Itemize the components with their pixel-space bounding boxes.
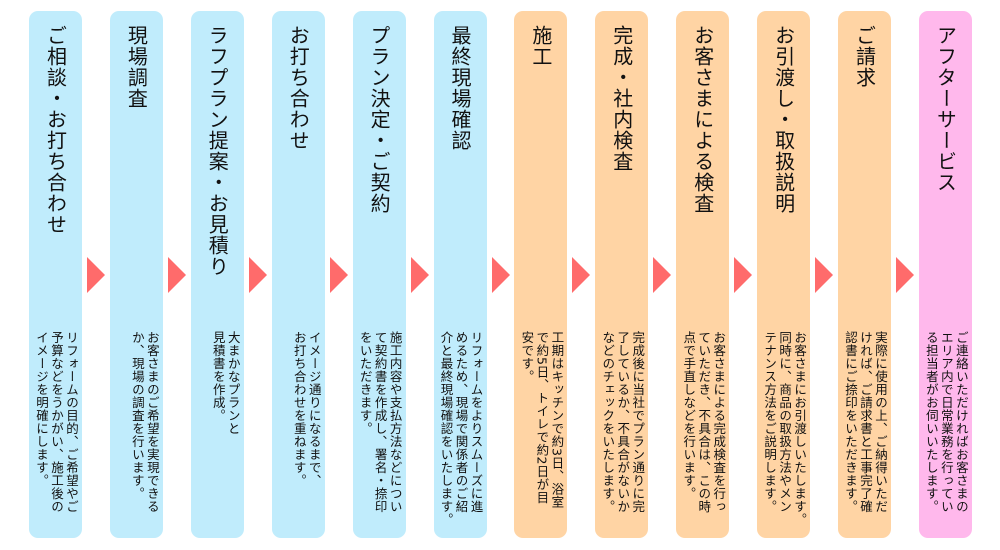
step-card: プラン決定・ご契約施工内容や支払方法などについ て契約書を作成し、署名・捺印 を… xyxy=(352,11,406,538)
step-title-text: 完成・社内検査 xyxy=(609,25,634,172)
step-description: お客さまにお引渡しいたします。 同時に、商品の取扱方法やメン テナンス方法をご説… xyxy=(762,331,808,526)
arrow-right-icon xyxy=(87,257,105,293)
arrow-right-icon xyxy=(896,257,914,293)
arrow-right-icon xyxy=(491,257,510,293)
step-card: アフターサービスご連絡いただければお客さまの エリア内で日常業務を行ってい る担… xyxy=(918,11,972,538)
step-title-text: 現場調査 xyxy=(124,25,149,109)
arrow-right-icon xyxy=(329,257,348,293)
step-description: 完成後に当社でプラン通りに完 了しているか、不具合がないか などのチェックをいた… xyxy=(600,331,646,513)
step-description: お客さまによる完成検査を行っ ていただき、不具合は、この時 点で手直しなどを行い… xyxy=(681,331,727,513)
step-title: お引渡し・取扱説明 xyxy=(757,25,810,315)
step-card: ご相談・お打ち合わせリフォームの目的、ご希望やご 予算などをうかがい、施工後の … xyxy=(29,11,82,538)
step-title: お打ち合わせ xyxy=(272,25,325,315)
step-description: 工期はキッチンで約3日、浴室 で約5日、トイレで約2日が目 安です。 xyxy=(519,331,565,509)
step-card: 現場調査お客さまのご希望を実現できる か、現場の調査を行います。 xyxy=(109,11,163,538)
step-title-text: ご請求 xyxy=(852,25,877,88)
step-title: プラン決定・ご契約 xyxy=(353,25,406,315)
step-title-text: アフターサービス xyxy=(933,25,958,193)
step-title: 完成・社内検査 xyxy=(595,25,648,315)
step-title: 最終現場確認 xyxy=(434,25,487,315)
step-card: ご請求実際に使用の上、ご納得いただ ければ、ご請求書と工事完了確 認書にご捺印を… xyxy=(838,11,891,538)
step-title-text: 施工 xyxy=(528,25,553,67)
step-title: アフターサービス xyxy=(919,25,972,315)
step-description: ご連絡いただければお客さまの エリア内で日常業務を行ってい る担当者がお伺いいた… xyxy=(923,331,969,513)
step-title-text: ご相談・お打ち合わせ xyxy=(43,25,68,235)
step-card: お打ち合わせイメージ通りになるまで、 お打ち合わせを重ねます。 xyxy=(271,11,325,538)
arrow-right-icon xyxy=(167,257,186,293)
step-card: お客さまによる検査お客さまによる完成検査を行っ ていただき、不具合は、この時 点… xyxy=(676,11,730,538)
step-card: お引渡し・取扱説明お客さまにお引渡しいたします。 同時に、商品の取扱方法やメン … xyxy=(757,11,811,538)
step-title-text: ラフプラン提案・お見積り xyxy=(205,25,230,277)
arrow-right-icon xyxy=(248,257,267,293)
step-title-text: 最終現場確認 xyxy=(448,25,472,151)
step-card: ラフプラン提案・お見積り大まかなプランと 見積書を作成。 xyxy=(190,11,244,538)
arrow-right-icon xyxy=(572,257,591,293)
step-description: お客さまのご希望を実現できる か、現場の調査を行います。 xyxy=(129,331,160,513)
arrow-right-icon xyxy=(653,257,672,293)
step-card: 最終現場確認リフォームをよりスムーズに進 めるため、現場で関係者のご紹 介と最終… xyxy=(433,11,487,538)
step-description: リフォームの目的、ご希望やご 予算などをうかがい、施工後の イメージを明確にしま… xyxy=(34,331,79,513)
step-description: 大まかなプランと 見積書を作成。 xyxy=(210,331,241,435)
step-description: イメージ通りになるまで、 お打ち合わせを重ねます。 xyxy=(291,331,322,487)
arrow-right-icon xyxy=(734,257,753,293)
arrow-right-icon xyxy=(815,257,834,293)
step-card: 完成・社内検査完成後に当社でプラン通りに完 了しているか、不具合がないか などの… xyxy=(595,11,649,538)
arrow-right-icon xyxy=(410,257,429,293)
step-title-text: プラン決定・ご契約 xyxy=(367,25,392,214)
step-title: ご相談・お打ち合わせ xyxy=(29,25,82,315)
step-card: 施工工期はキッチンで約3日、浴室 で約5日、トイレで約2日が目 安です。 xyxy=(514,11,568,538)
step-title-text: お引渡し・取扱説明 xyxy=(771,25,796,214)
step-title: 施工 xyxy=(514,25,567,315)
step-title: お客さまによる検査 xyxy=(676,25,729,315)
step-title-text: お客さまによる検査 xyxy=(690,25,715,214)
step-title: 現場調査 xyxy=(110,25,163,315)
step-title-text: お打ち合わせ xyxy=(286,25,311,151)
step-description: 施工内容や支払方法などについ て契約書を作成し、署名・捺印 をいただきます。 xyxy=(357,331,403,513)
step-description: 実際に使用の上、ご納得いただ ければ、ご請求書と工事完了確 認書にご捺印をいただ… xyxy=(843,331,888,513)
step-description: リフォームをよりスムーズに進 めるため、現場で関係者のご紹 介と最終現場確認をい… xyxy=(438,331,484,526)
step-title: ご請求 xyxy=(838,25,891,315)
step-title: ラフプラン提案・お見積り xyxy=(191,25,244,315)
